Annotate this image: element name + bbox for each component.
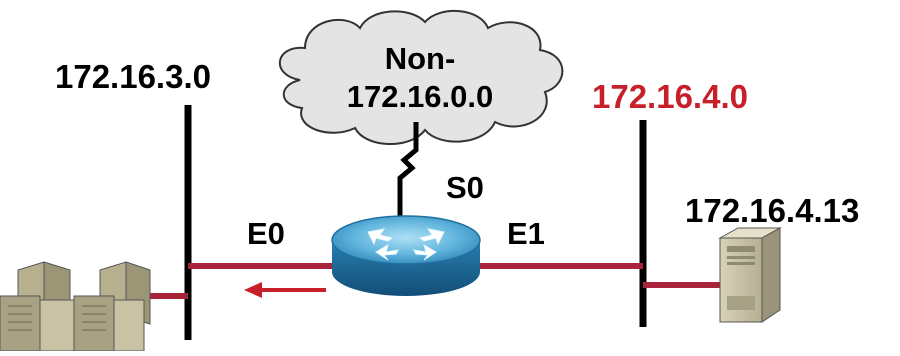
right-network-label: 172.16.4.0: [592, 78, 748, 115]
cloud-label-line1: Non-: [384, 41, 456, 76]
switch-cluster-icon: [0, 261, 151, 352]
s0-interface-label: S0: [446, 170, 484, 205]
cloud-icon: [279, 10, 564, 145]
cloud-label: Non- 172.16.0.0: [330, 40, 510, 116]
cloud-label-line2: 172.16.0.0: [346, 78, 494, 114]
e1-interface-label: E1: [507, 216, 545, 251]
s0-serial-link: [397, 122, 419, 226]
left-network-label: 172.16.3.0: [55, 58, 211, 95]
direction-arrow: [244, 282, 326, 298]
server-icon: [718, 227, 782, 323]
host-ip-label: 172.16.4.13: [685, 192, 860, 229]
router-icon: [331, 215, 481, 296]
e0-interface-label: E0: [247, 216, 285, 251]
